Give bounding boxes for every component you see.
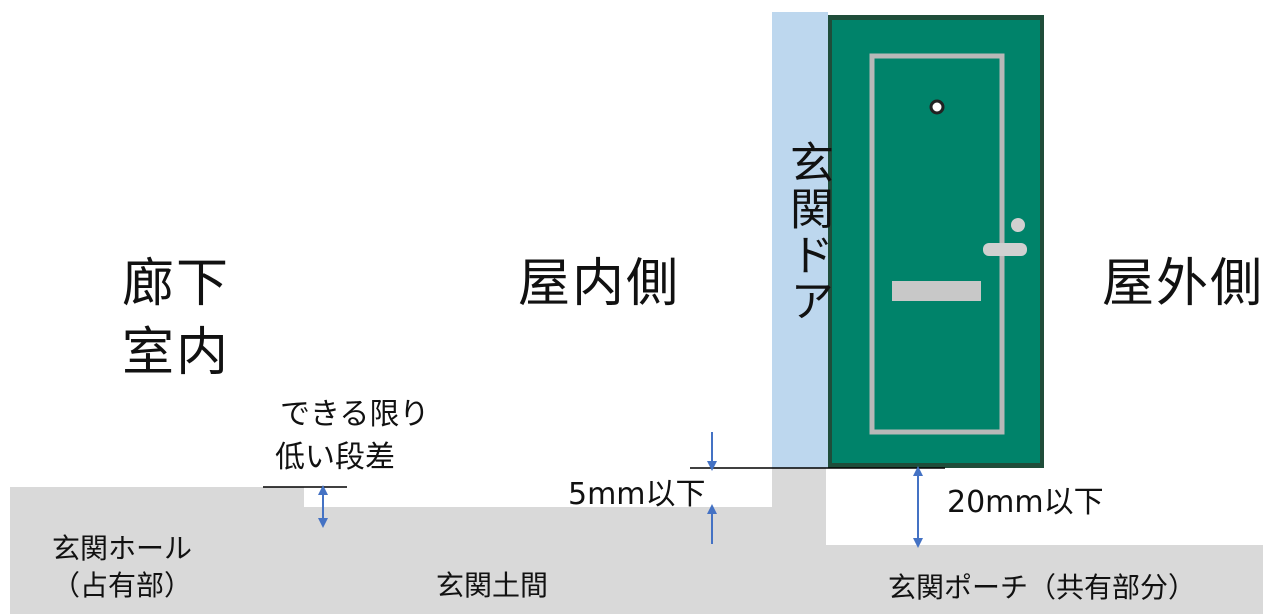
hall-label-line2: （占有部） [52, 569, 193, 602]
step-note-line1: できる限り [280, 397, 430, 432]
entrance-door [828, 15, 1044, 468]
threshold [772, 468, 826, 508]
door-label: 玄関ドア [782, 140, 833, 324]
mail-slot-icon [892, 281, 981, 301]
doma-label: 玄関土間 [436, 569, 549, 602]
porch-floor [826, 545, 1263, 614]
door-handle-icon [983, 218, 1027, 256]
corridor-label: 廊下 [122, 254, 231, 314]
wall-strip [772, 12, 828, 468]
peephole-icon [929, 99, 945, 115]
dimension-5mm-label: 5mm以下 [568, 477, 706, 512]
step-note-line2: 低い段差 [275, 440, 395, 475]
porch-label: 玄関ポーチ（共有部分） [888, 571, 1197, 604]
dimension-20mm-label: 20mm以下 [947, 485, 1104, 520]
outdoor-side-label: 屋外側 [1102, 254, 1263, 314]
hall-label-line1: 玄関ホール [52, 532, 193, 565]
indoor-side-label: 屋内側 [518, 254, 681, 314]
hall-floor [10, 487, 304, 614]
doma-floor [304, 507, 826, 614]
room-interior-label: 室内 [122, 323, 231, 383]
